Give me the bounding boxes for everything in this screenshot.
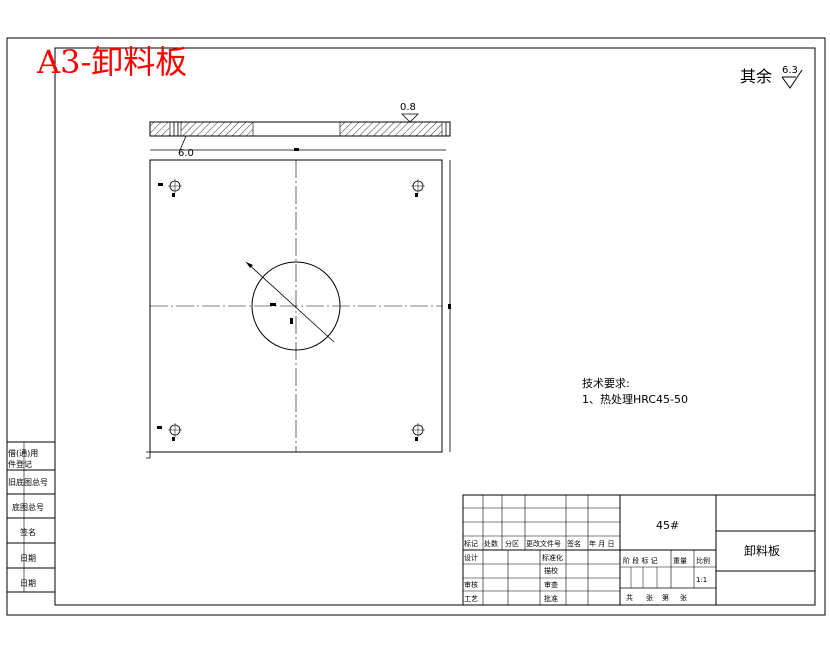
row-label: 审核 [464,580,478,589]
row-label: 审查 [544,580,558,589]
corner-hole [411,423,425,441]
row-label: 设计 [464,553,478,562]
sheet-title: A3-卸料板 [36,43,187,81]
title-block: 标记 处数 分区 更改文件号 签名 年 月 日 设计 审核 工艺 标准化 描校 … [462,494,816,606]
row-label: 描校 [544,566,558,575]
margin-label: 签名 [20,527,36,537]
thickness-dimension: 6.0 [178,148,194,159]
material-value: 45# [656,519,679,532]
margin-label: 借(通)用 [8,448,38,458]
center-hole [251,261,341,351]
left-margin-table: 借(通)用 件登记 旧底图总号 底图总号 签名 日期 日期 [6,441,56,593]
inner-frame [54,47,816,606]
revision-header: 分区 [505,539,519,548]
section-view: 0.8 6.0 [149,102,451,159]
revision-header: 处数 [484,539,498,548]
row-label: 批准 [544,594,558,603]
tech-requirements: 技术要求: 1、热处理HRC45-50 [582,377,688,406]
section-roughness-value: 0.8 [400,102,416,113]
sheet-info: 第 [662,593,669,602]
revision-header: 签名 [567,539,581,548]
plan-view [146,159,451,459]
stage-header: 比例 [696,556,710,565]
margin-label: 日期 [20,579,36,588]
outer-frame [6,37,826,616]
row-label: 标准化 [542,553,563,562]
general-roughness: 其余 6.3 [740,65,803,89]
stage-header: 阶 段 标 记 [623,556,658,565]
corner-hole [158,179,182,197]
sheet-info: 张 [680,593,687,602]
roughness-symbol [781,69,803,89]
corner-hole [411,179,425,197]
revision-header: 年 月 日 [589,539,614,548]
roughness-label: 其余 [740,67,772,86]
margin-label: 日期 [20,554,36,563]
tech-requirement-item: 1、热处理HRC45-50 [582,393,688,406]
tech-requirements-title: 技术要求: [582,377,630,390]
diameter-dimension-line [245,261,335,343]
scale-value: 1:1 [696,576,707,584]
margin-label: 底图总号 [12,502,44,512]
stage-header: 重量 [673,557,687,565]
margin-label: 旧底图总号 [8,477,48,487]
corner-hole [157,423,182,441]
revision-header: 标记 [464,539,478,548]
row-label: 工艺 [464,595,478,603]
sheet-info: 共 [626,593,633,602]
sheet-info: 张 [646,593,653,602]
roughness-value: 6.3 [782,65,798,76]
margin-label: 件登记 [8,459,32,469]
revision-header: 更改文件号 [526,539,561,548]
part-name: 卸料板 [744,543,780,558]
